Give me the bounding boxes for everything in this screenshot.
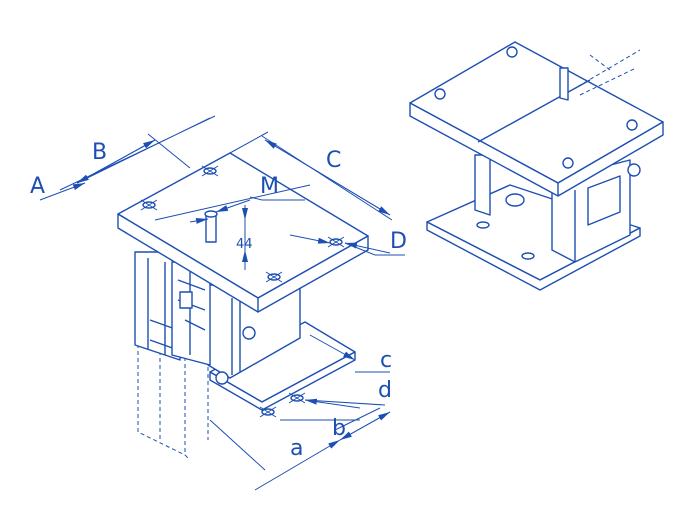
label-C: C [326,148,342,173]
label-D: D [390,229,407,254]
label-a: a [290,436,304,461]
foot-bolt [215,371,229,385]
left-assembly [117,152,369,461]
dimension-lines [39,115,405,491]
label-M: M [260,174,279,199]
right-lever-hidden [571,49,641,96]
body-edges [231,298,241,375]
mounting-holes [140,165,345,418]
label-A: A [30,174,46,199]
right-side-bolt [627,163,641,177]
locating-pin [205,213,217,243]
bracket-detail [147,258,179,355]
hidden-rail [137,330,209,461]
lever [179,291,193,309]
label-B: B [92,140,108,165]
right-base-side [426,221,641,291]
right-pin [559,67,569,101]
right-knob [505,193,525,207]
label-c: c [380,348,393,373]
label-44: 44 [236,237,253,252]
right-assembly [409,41,664,291]
right-post [474,154,491,216]
label-d: d [378,378,392,403]
base-plate-side [209,351,356,411]
pin-head [204,210,218,218]
label-b: b [332,416,346,441]
right-window [587,175,621,226]
side-bolt [242,326,256,340]
